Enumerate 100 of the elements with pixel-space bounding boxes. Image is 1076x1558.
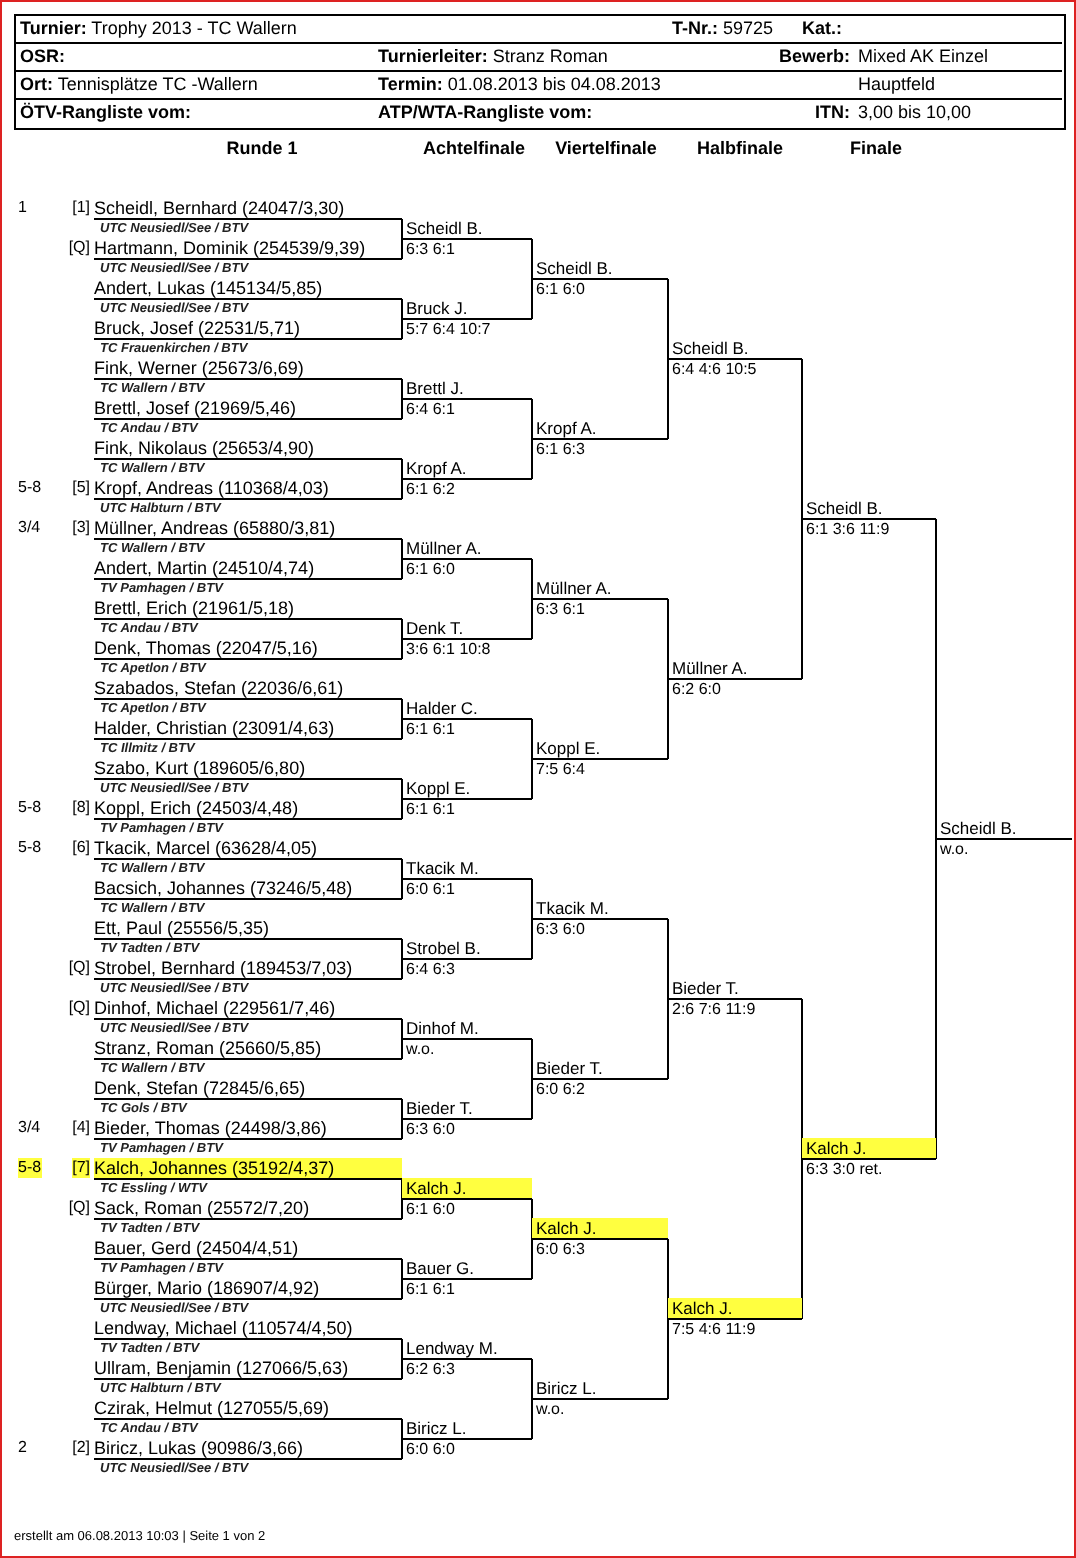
bracket-line [401, 218, 403, 240]
match-score: 6:1 6:0 [404, 560, 455, 580]
bracket-line [531, 1358, 533, 1400]
player-name: Czirak, Helmut (127055/5,69) [94, 1398, 402, 1420]
bracket-line [531, 1078, 533, 1120]
player-name: Biricz, Lukas (90986/3,66) [94, 1438, 402, 1460]
player-name: Szabados, Stefan (22036/6,61) [94, 678, 402, 700]
match-score: 6:1 6:1 [404, 1280, 455, 1300]
bracket-line [531, 238, 533, 280]
winner-name: Müllner A. [402, 538, 532, 560]
bracket-line [531, 438, 533, 480]
match-score: 6:0 6:1 [404, 880, 455, 900]
match-score: 6:3 6:0 [404, 1120, 455, 1140]
seed-number: [3] [72, 518, 90, 538]
bracket-line [401, 958, 403, 980]
player-name: Koppl, Erich (24503/4,48) [94, 798, 402, 820]
player-name: Bieder, Thomas (24498/3,86) [94, 1118, 402, 1140]
player-name: Szabo, Kurt (189605/6,80) [94, 758, 402, 780]
winner-name: Denk T. [402, 618, 532, 640]
match-score: 3:6 6:1 10:8 [404, 640, 491, 660]
header-field: Mixed AK Einzel [858, 44, 989, 68]
player-name: Denk, Thomas (22047/5,16) [94, 638, 402, 660]
header-field: Bewerb: [762, 44, 850, 68]
bracket-line [531, 1238, 533, 1280]
player-name: Ett, Paul (25556/5,35) [94, 918, 402, 940]
bracket-line [401, 1038, 403, 1060]
bracket-line [401, 478, 403, 500]
match-score: 6:3 6:0 [534, 920, 585, 940]
match-score: 6:0 6:3 [534, 1240, 585, 1260]
winner-name: Kropf A. [532, 418, 668, 440]
seed-number: [Q] [68, 958, 90, 978]
seed-number: [8] [72, 798, 90, 818]
round-heading: Runde 1 [224, 136, 300, 160]
match-score: w.o. [534, 1400, 565, 1420]
bracket-line [401, 938, 403, 960]
player-name: Bürger, Mario (186907/4,92) [94, 1278, 402, 1300]
match-score: 6:0 6:2 [534, 1080, 585, 1100]
winner-name: Bieder T. [532, 1058, 668, 1080]
bracket-line [401, 238, 403, 260]
header-field: ÖTV-Rangliste vom: [20, 100, 192, 124]
bracket-line [531, 558, 533, 600]
player-name: Ullram, Benjamin (127066/5,63) [94, 1358, 402, 1380]
player-name: Bauer, Gerd (24504/4,51) [94, 1238, 402, 1260]
match-score: 6:2 6:3 [404, 1360, 455, 1380]
player-name: Bacsich, Johannes (73246/5,48) [94, 878, 402, 900]
bracket-line [401, 1018, 403, 1040]
bracket-line [401, 1338, 403, 1360]
match-score: 6:3 6:1 [404, 240, 455, 260]
winner-name: Biricz L. [532, 1378, 668, 1400]
round-heading: Achtelfinale [420, 136, 527, 160]
bracket-line [401, 638, 403, 660]
bracket-line [531, 918, 533, 960]
match-score: 6:4 6:1 [404, 400, 455, 420]
header-field: Ort: Tennisplätze TC -Wallern [20, 72, 258, 96]
player-name: Andert, Martin (24510/4,74) [94, 558, 402, 580]
seed-position: 5-8 [18, 478, 42, 498]
bracket-line [401, 1118, 403, 1140]
bracket-line [401, 1178, 403, 1200]
match-score: 6:4 6:3 [404, 960, 455, 980]
match-score: w.o. [938, 840, 969, 860]
match-score: 6:1 3:6 11:9 [804, 520, 890, 540]
bracket-line [401, 298, 403, 320]
bracket-line [401, 378, 403, 400]
seed-number: [Q] [68, 998, 90, 1018]
player-name: Kalch, Johannes (35192/4,37) [94, 1158, 402, 1180]
bracket-line [531, 718, 533, 760]
match-score: 7:5 4:6 11:9 [670, 1320, 756, 1340]
player-name: Lendway, Michael (110574/4,50) [94, 1318, 402, 1340]
winner-name: Scheidl B. [402, 218, 532, 240]
bracket-line [401, 318, 403, 340]
winner-name: Biricz L. [402, 1418, 532, 1440]
bracket-line [531, 278, 533, 320]
bracket-line [667, 278, 669, 360]
bracket-line [401, 718, 403, 740]
seed-number: [Q] [68, 1198, 90, 1218]
match-score: 5:7 6:4 10:7 [404, 320, 491, 340]
player-name: Strobel, Bernhard (189453/7,03) [94, 958, 402, 980]
bracket-line [401, 538, 403, 560]
bracket-line [531, 1038, 533, 1080]
winner-name: Bruck J. [402, 298, 532, 320]
match-score: 6:3 3:0 ret. [804, 1160, 883, 1180]
match-score: 6:1 6:3 [534, 440, 585, 460]
player-name: Fink, Werner (25673/6,69) [94, 358, 402, 380]
match-score: 6:0 6:0 [404, 1440, 455, 1460]
bracket-line [401, 618, 403, 640]
player-name: Kropf, Andreas (110368/4,03) [94, 478, 402, 500]
bracket-line [667, 1318, 669, 1400]
bracket-line [531, 598, 533, 640]
bracket-line [401, 1418, 403, 1440]
bracket-line [667, 918, 669, 1000]
header-field: OSR: [20, 44, 65, 68]
seed-number: [4] [72, 1118, 90, 1138]
bracket-line [801, 358, 803, 520]
player-name: Hartmann, Dominik (254539/9,39) [94, 238, 402, 260]
header-field: Termin: 01.08.2013 bis 04.08.2013 [378, 72, 661, 96]
bracket-line [401, 1278, 403, 1300]
bracket-line [401, 458, 403, 480]
header-field: ITN: [762, 100, 850, 124]
winner-name: Kalch J. [402, 1178, 532, 1200]
match-score: w.o. [404, 1040, 435, 1060]
